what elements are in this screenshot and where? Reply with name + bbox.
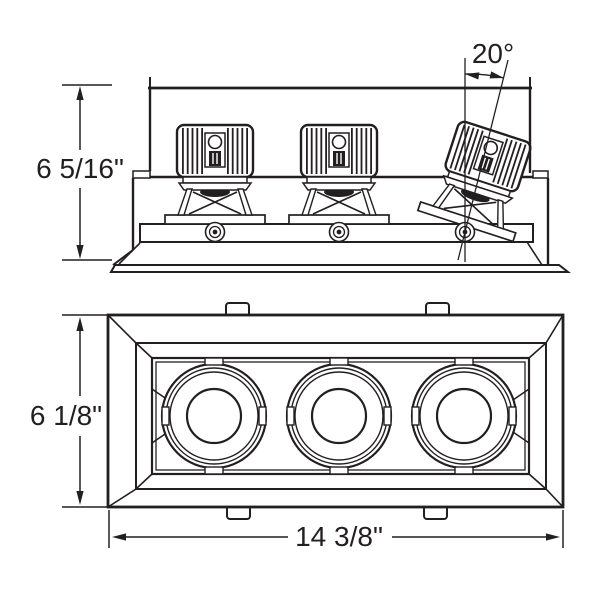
- mitre-bottom-left: [107, 473, 153, 508]
- bar-flare-left: [118, 242, 141, 265]
- cell-diagonal-right-upper: [512, 388, 530, 401]
- dim-arrow-up: [76, 317, 84, 331]
- lamp-module-2: [301, 125, 377, 215]
- bar-screw-2: [328, 221, 350, 243]
- mitre-top-left: [107, 314, 153, 359]
- pan-step-left: [132, 170, 151, 179]
- dim-arrow-left: [112, 533, 126, 541]
- plan-width-label: 14 3/8": [295, 521, 383, 552]
- bar-flare-right: [526, 241, 543, 266]
- cell-diagonal-right-lower: [512, 431, 530, 444]
- dim-arrow-down: [76, 245, 84, 259]
- plan-width-dimension: 14 3/8": [108, 510, 564, 552]
- tilt-angle-label: 20°: [472, 38, 514, 69]
- tilt-axis-line: [457, 59, 509, 261]
- arc-arrow-left: [464, 70, 480, 80]
- dim-arrow-right: [546, 533, 560, 541]
- bar-screw-1: [204, 221, 226, 243]
- plan-view: 6 1/8" 14 3/8": [30, 302, 565, 552]
- dim-arrow-down: [76, 491, 84, 505]
- mitre-top-right: [528, 314, 564, 359]
- dim-arrow-up: [76, 86, 84, 100]
- trim-plate: [109, 264, 571, 273]
- mitre-bottom-right: [528, 473, 564, 508]
- housing-top: [148, 77, 532, 173]
- side-height-dimension: 6 5/16": [36, 84, 124, 261]
- plan-height-label: 6 1/8": [30, 400, 102, 431]
- side-height-label: 6 5/16": [36, 153, 124, 184]
- side-view: 20° 6 5/16": [36, 38, 571, 273]
- plan-height-dimension: 6 1/8": [30, 314, 109, 508]
- pan-step-right: [532, 170, 549, 179]
- lamp-module-1: [177, 125, 253, 215]
- tilt-annotation: 20°: [457, 38, 514, 262]
